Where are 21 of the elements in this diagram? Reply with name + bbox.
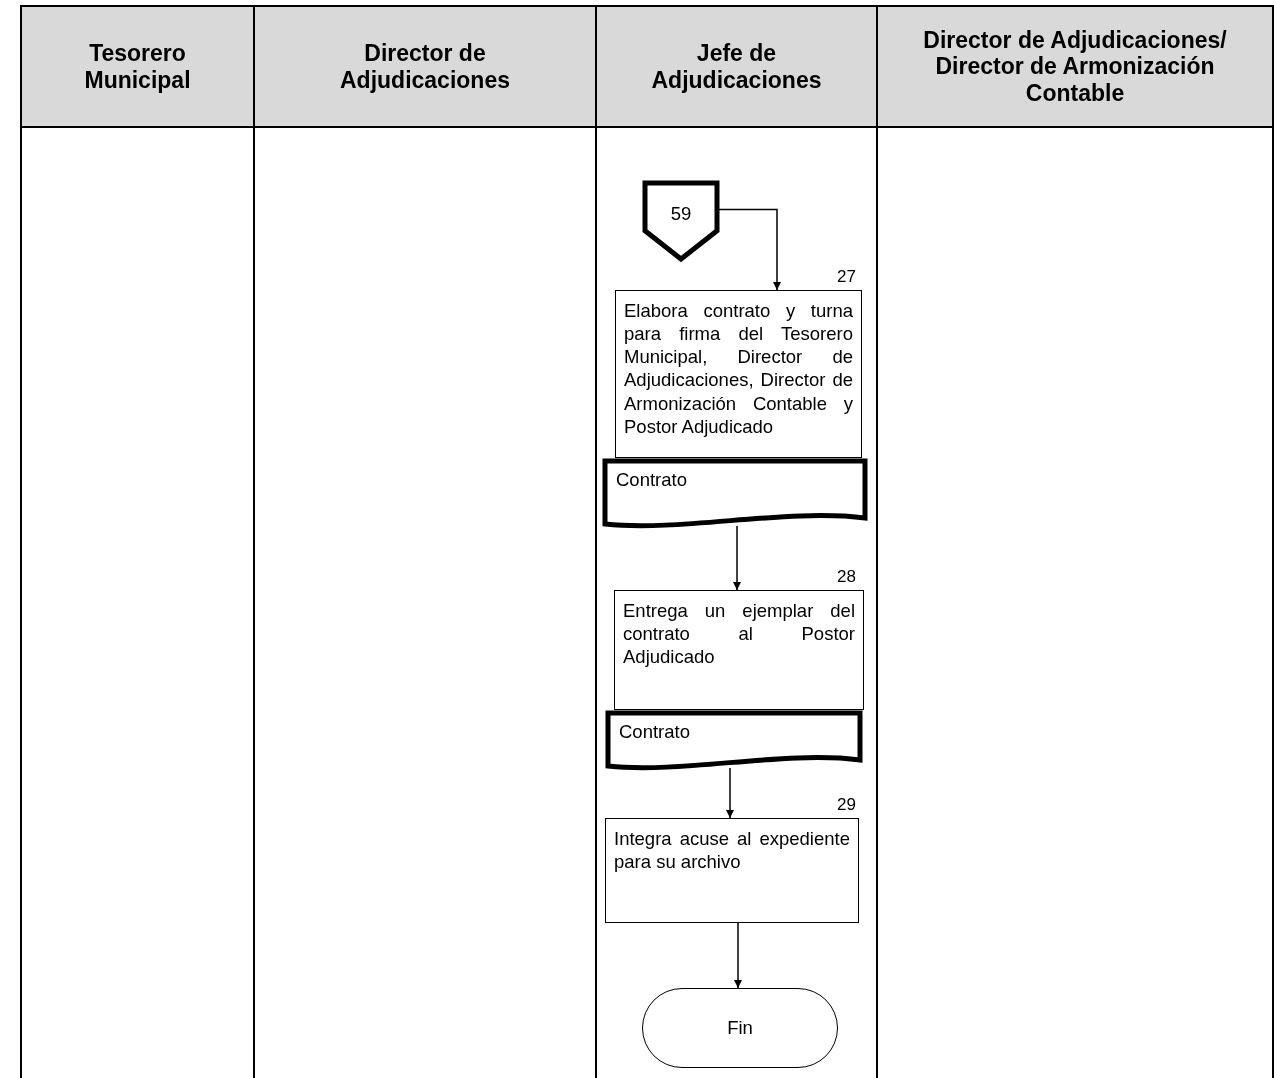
document-shape: Contrato (605, 710, 863, 772)
swimlane (253, 5, 595, 1078)
lane-header: Tesorero Municipal (22, 5, 253, 128)
arrow (726, 767, 734, 819)
step-number: 29 (837, 795, 856, 815)
swimlane (20, 5, 253, 1078)
lane-header: Jefe de Adjudicaciones (597, 5, 876, 128)
step-number: 28 (837, 567, 856, 587)
process-box: Integra acuse al expediente para su archivo (605, 818, 859, 923)
swimlane (595, 5, 876, 1078)
arrow (733, 525, 741, 591)
process-box: Entrega un ejemplar del contrato al Postor Adjudicado (614, 590, 864, 710)
lane-header: Director de Adjudicaciones/ Director de Armonización Contable (878, 5, 1272, 128)
swimlane (876, 5, 1274, 1078)
document-shape: Contrato (602, 458, 868, 530)
step-number: 27 (837, 267, 856, 287)
offpage-connector: 59 (642, 180, 720, 262)
arrow (717, 208, 781, 291)
arrow (734, 922, 742, 989)
terminator-shape: Fin (642, 988, 838, 1068)
lane-header: Director de Adjudicaciones (255, 5, 595, 128)
